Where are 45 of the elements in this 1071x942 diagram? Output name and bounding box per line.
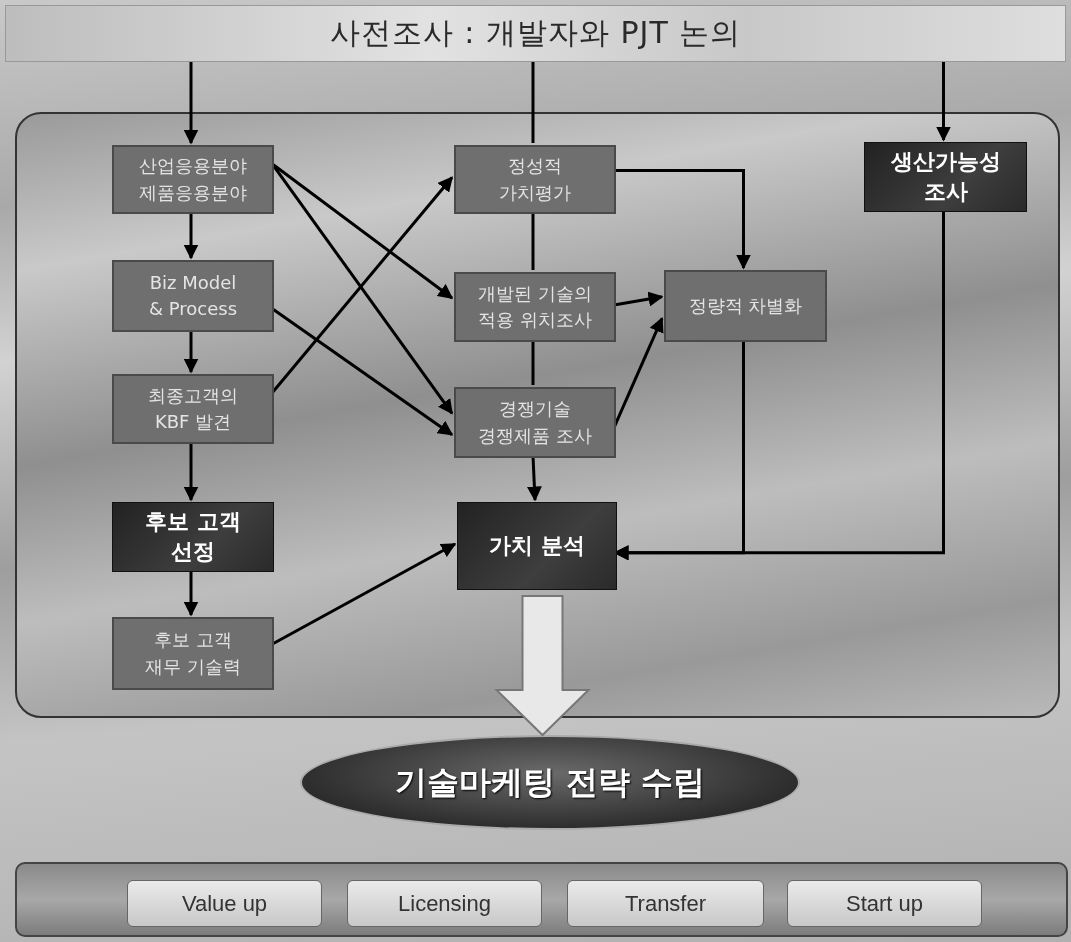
box-label: 생산가능성 조사 — [889, 148, 1002, 206]
highlight-box — [457, 502, 617, 590]
process-box — [664, 270, 827, 342]
box-label: 개발된 기술의 적용 위치조사 — [477, 281, 593, 332]
option-label: Transfer — [624, 890, 707, 917]
option-tab — [787, 880, 982, 927]
connector-line — [531, 340, 535, 385]
arrow — [183, 62, 199, 145]
box-label: 최종고객의 KBF 발견 — [147, 383, 239, 434]
box-label: 산업응용분야 제품응용분야 — [138, 154, 248, 205]
box-label: 정량적 차별화 — [687, 293, 804, 318]
box-label: 후보 고객 선정 — [144, 508, 242, 566]
box-label: 가치 분석 — [488, 532, 586, 561]
box-label: Biz Model & Process — [147, 270, 238, 321]
process-box — [454, 272, 616, 342]
option-bar — [15, 862, 1068, 937]
connector-line — [531, 62, 535, 143]
block-arrow — [494, 595, 591, 737]
option-tab — [567, 880, 764, 927]
title-text: 사전조사 : 개발자와 PJT 논의 — [329, 14, 742, 52]
process-panel — [15, 112, 1060, 718]
title-banner — [5, 5, 1066, 62]
box-label: 후보 고객 재무 기술력 — [144, 628, 242, 679]
process-box — [112, 145, 274, 214]
connector-line — [531, 212, 535, 270]
process-box — [454, 387, 616, 458]
box-label: 경쟁기술 경쟁제품 조사 — [477, 397, 593, 448]
box-label: 기술마케팅 전략 수립 — [394, 761, 706, 803]
arrow — [183, 442, 199, 502]
process-box — [112, 617, 274, 690]
option-tab — [127, 880, 322, 927]
process-box — [454, 145, 616, 214]
highlight-box — [112, 502, 274, 572]
option-label: Start up — [845, 890, 923, 917]
arrow — [183, 330, 199, 374]
option-tab — [347, 880, 542, 927]
option-label: Value up — [181, 890, 268, 917]
arrow — [183, 212, 199, 260]
arrow — [936, 62, 951, 142]
process-box — [112, 374, 274, 444]
option-label: Licensing — [398, 890, 491, 917]
box-label: 정성적 가치평가 — [498, 154, 572, 205]
arrow — [183, 570, 199, 617]
highlight-box — [864, 142, 1027, 212]
process-box — [112, 260, 274, 332]
